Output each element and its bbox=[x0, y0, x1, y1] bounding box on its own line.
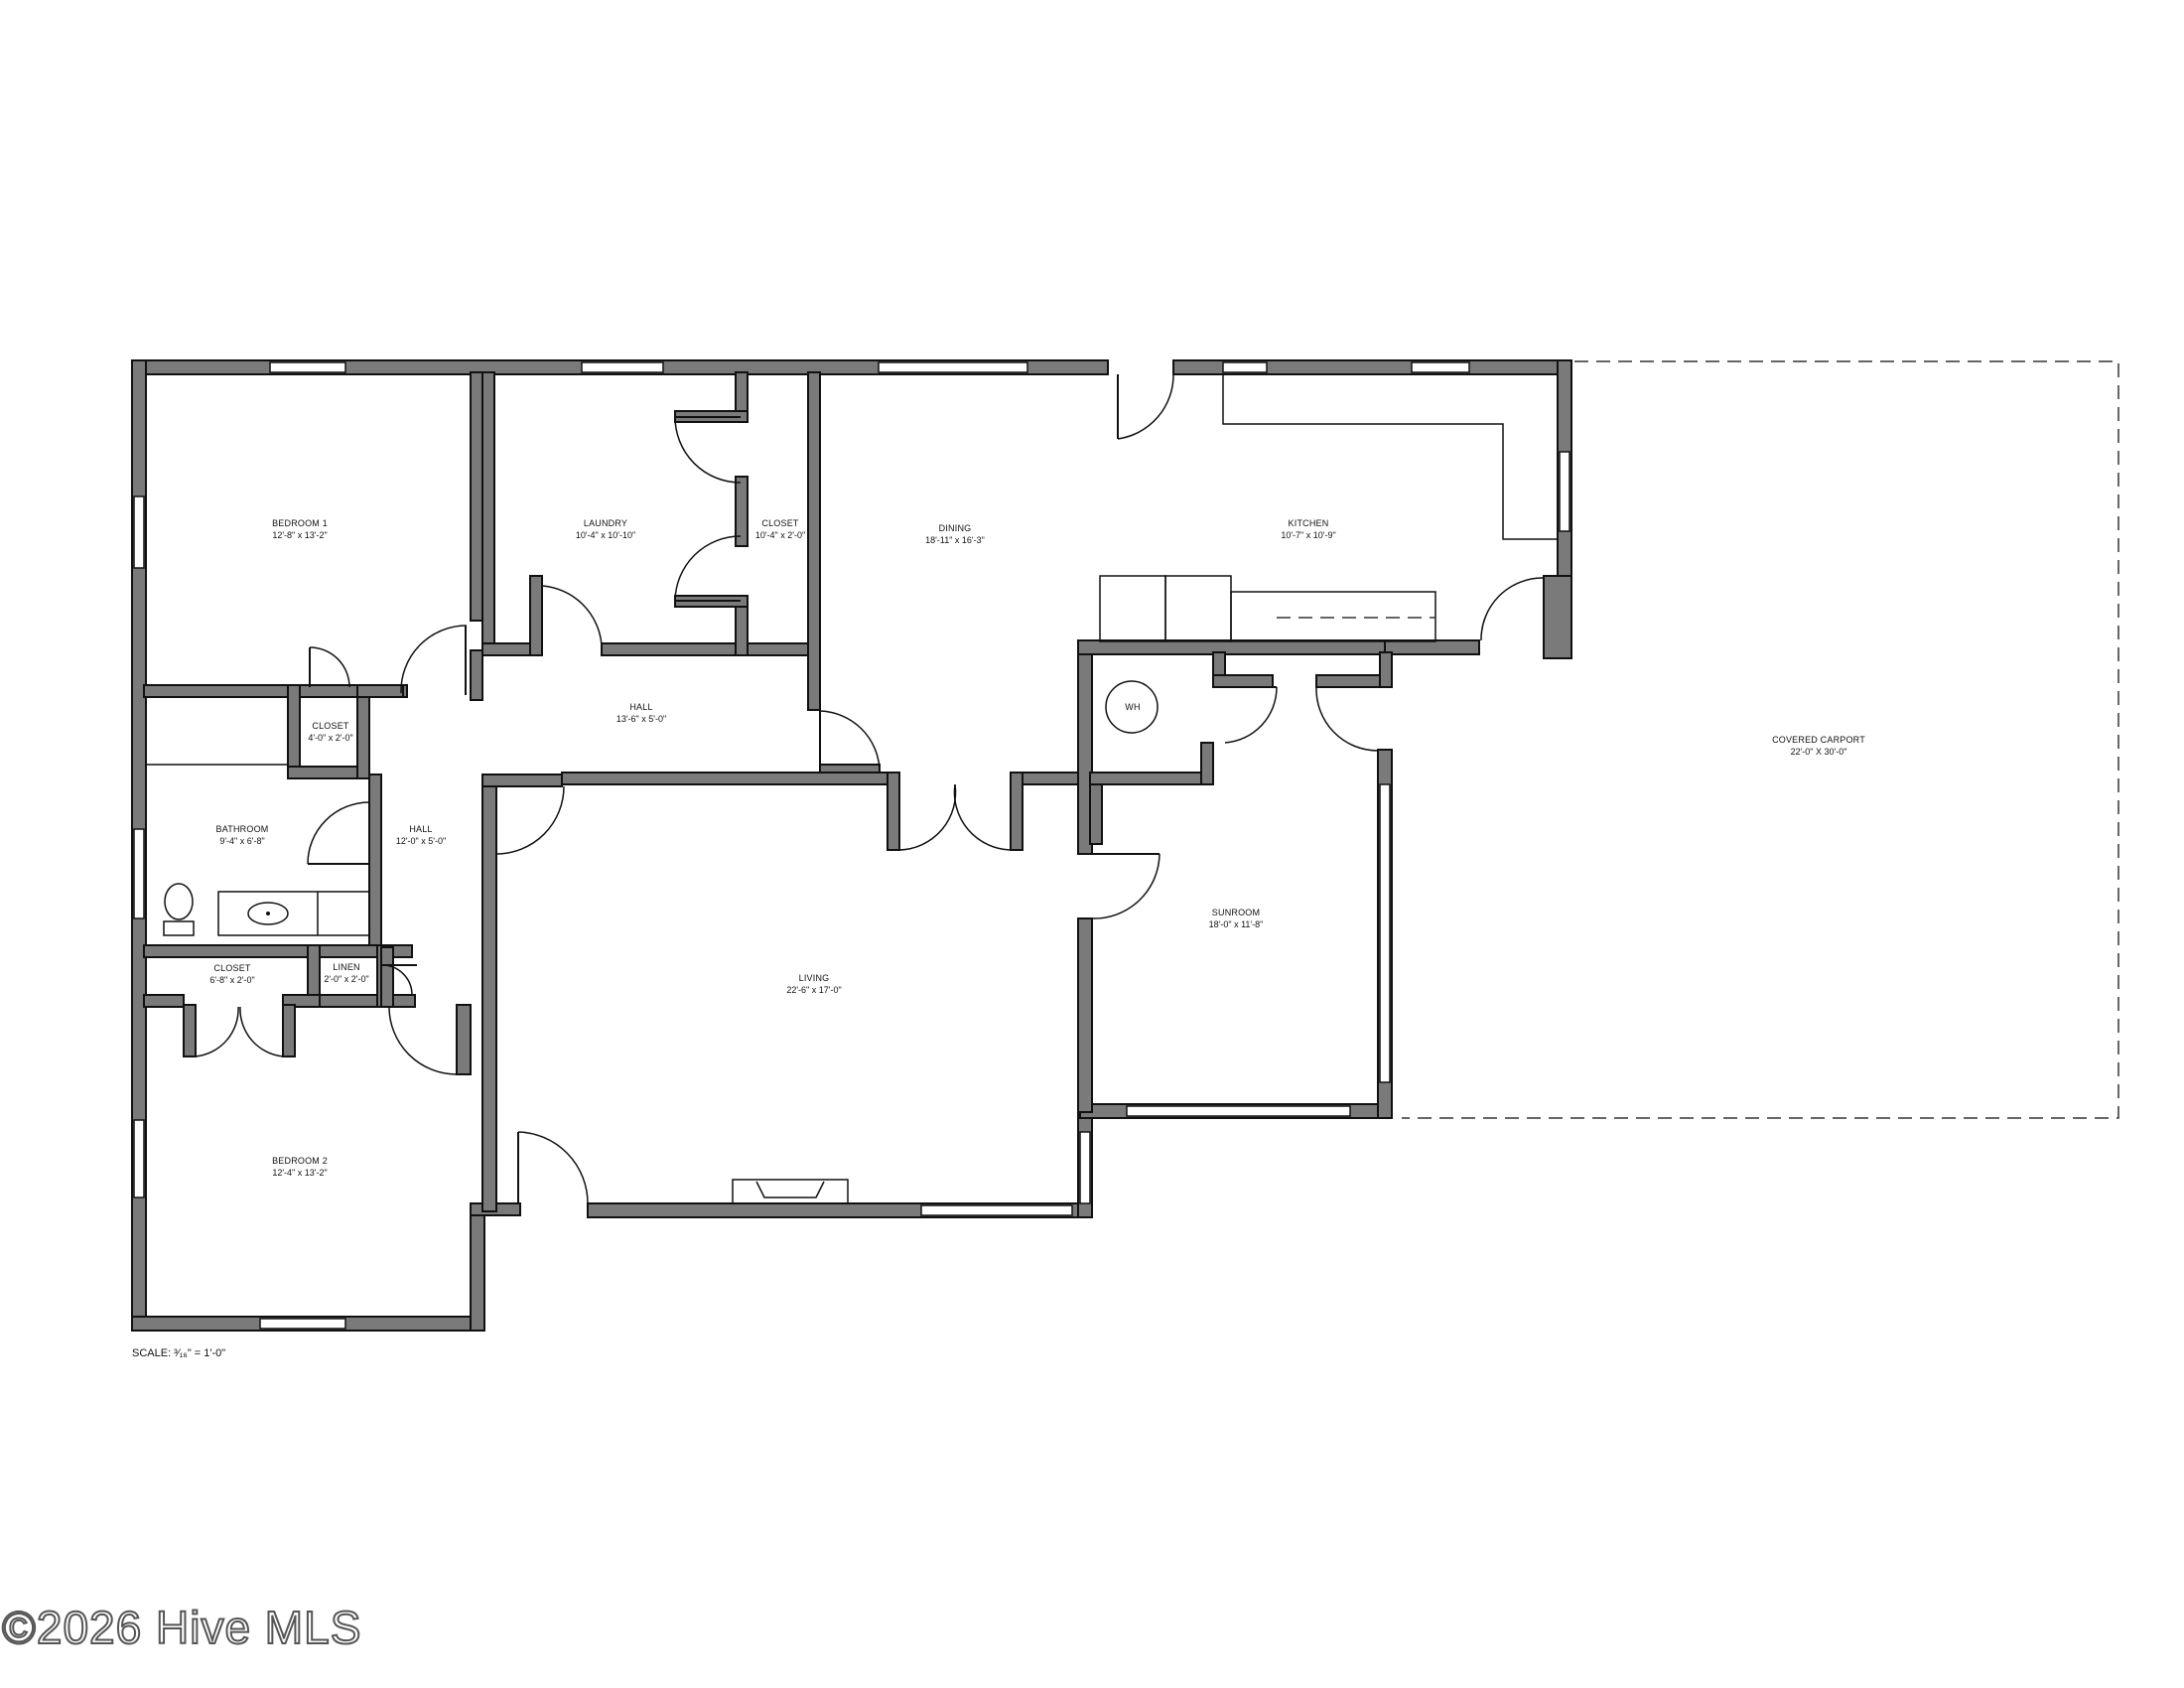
lower-hall-dims: 12'-0" x 5'-0" bbox=[396, 836, 446, 846]
sink bbox=[247, 902, 289, 925]
water-heater bbox=[1105, 680, 1159, 734]
bedroom2-closet-name: CLOSET bbox=[213, 963, 251, 973]
fireplace bbox=[732, 1179, 849, 1204]
kitchen-cabinet bbox=[1099, 575, 1166, 642]
laundry-closet-name: CLOSET bbox=[761, 518, 799, 528]
hall-closet-name: CLOSET bbox=[312, 721, 349, 731]
kitchen-cabinet bbox=[1164, 575, 1232, 642]
carport-dims: 22'-0" X 30'-0" bbox=[1791, 747, 1847, 757]
upper-hall-name: HALL bbox=[629, 702, 652, 712]
doors bbox=[195, 373, 1545, 1204]
kitchen-island bbox=[1230, 591, 1436, 642]
laundry-closet-dims: 10'-4" x 2'-0" bbox=[755, 530, 805, 540]
linen-name: LINEN bbox=[333, 962, 360, 972]
kitchen-counter bbox=[1222, 374, 1558, 540]
hall-closet-dims: 4'-0" x 2'-0" bbox=[308, 733, 352, 743]
bedroom1-dims: 12'-8" x 13'-2" bbox=[272, 530, 327, 540]
fixtures bbox=[146, 374, 1558, 1204]
bathroom-dims: 9'-4" x 6'-8" bbox=[219, 836, 264, 846]
living-dims: 22'-6" x 17'-0" bbox=[786, 985, 841, 995]
bedroom2-dims: 12'-4" x 13'-2" bbox=[272, 1168, 327, 1178]
laundry-dims: 10'-4" x 10'-10" bbox=[576, 530, 635, 540]
kitchen-name: KITCHEN bbox=[1289, 518, 1329, 528]
dining-name: DINING bbox=[939, 523, 972, 533]
toilet bbox=[163, 883, 195, 936]
windows bbox=[133, 361, 1570, 1330]
linen-dims: 2'-0" x 2'-0" bbox=[324, 974, 368, 984]
bedroom2-closet-dims: 6'-8" x 2'-0" bbox=[209, 975, 254, 985]
carport-name: COVERED CARPORT bbox=[1772, 735, 1865, 745]
interior-walls bbox=[143, 371, 1480, 1113]
bedroom1-name: BEDROOM 1 bbox=[272, 518, 328, 528]
upper-hall-dims: 13'-6" x 5'-0" bbox=[616, 714, 666, 724]
water-heater-label: WH bbox=[1125, 702, 1140, 712]
sunroom-dims: 18'-0" x 11'-8" bbox=[1209, 919, 1264, 929]
dining-dims: 18'-11" x 16'-3" bbox=[925, 535, 985, 545]
lower-hall-name: HALL bbox=[409, 824, 432, 834]
kitchen-dims: 10'-7" x 10'-9" bbox=[1281, 530, 1335, 540]
scale-note: SCALE: ³⁄₁₆" = 1'-0" bbox=[132, 1347, 225, 1359]
carport-outline bbox=[1402, 360, 2119, 1119]
sunroom-name: SUNROOM bbox=[1212, 908, 1260, 917]
watermark: ©2026 Hive MLS bbox=[1, 1601, 362, 1654]
bathroom-vanity bbox=[217, 891, 370, 936]
exterior-walls bbox=[131, 359, 1572, 1332]
bedroom2-name: BEDROOM 2 bbox=[272, 1156, 328, 1166]
room-labels: BEDROOM 1 12'-8" x 13'-2" LAUNDRY 10'-4"… bbox=[209, 518, 1865, 1178]
laundry-name: LAUNDRY bbox=[584, 518, 627, 528]
living-name: LIVING bbox=[799, 973, 830, 983]
bathroom-name: BATHROOM bbox=[216, 824, 269, 834]
